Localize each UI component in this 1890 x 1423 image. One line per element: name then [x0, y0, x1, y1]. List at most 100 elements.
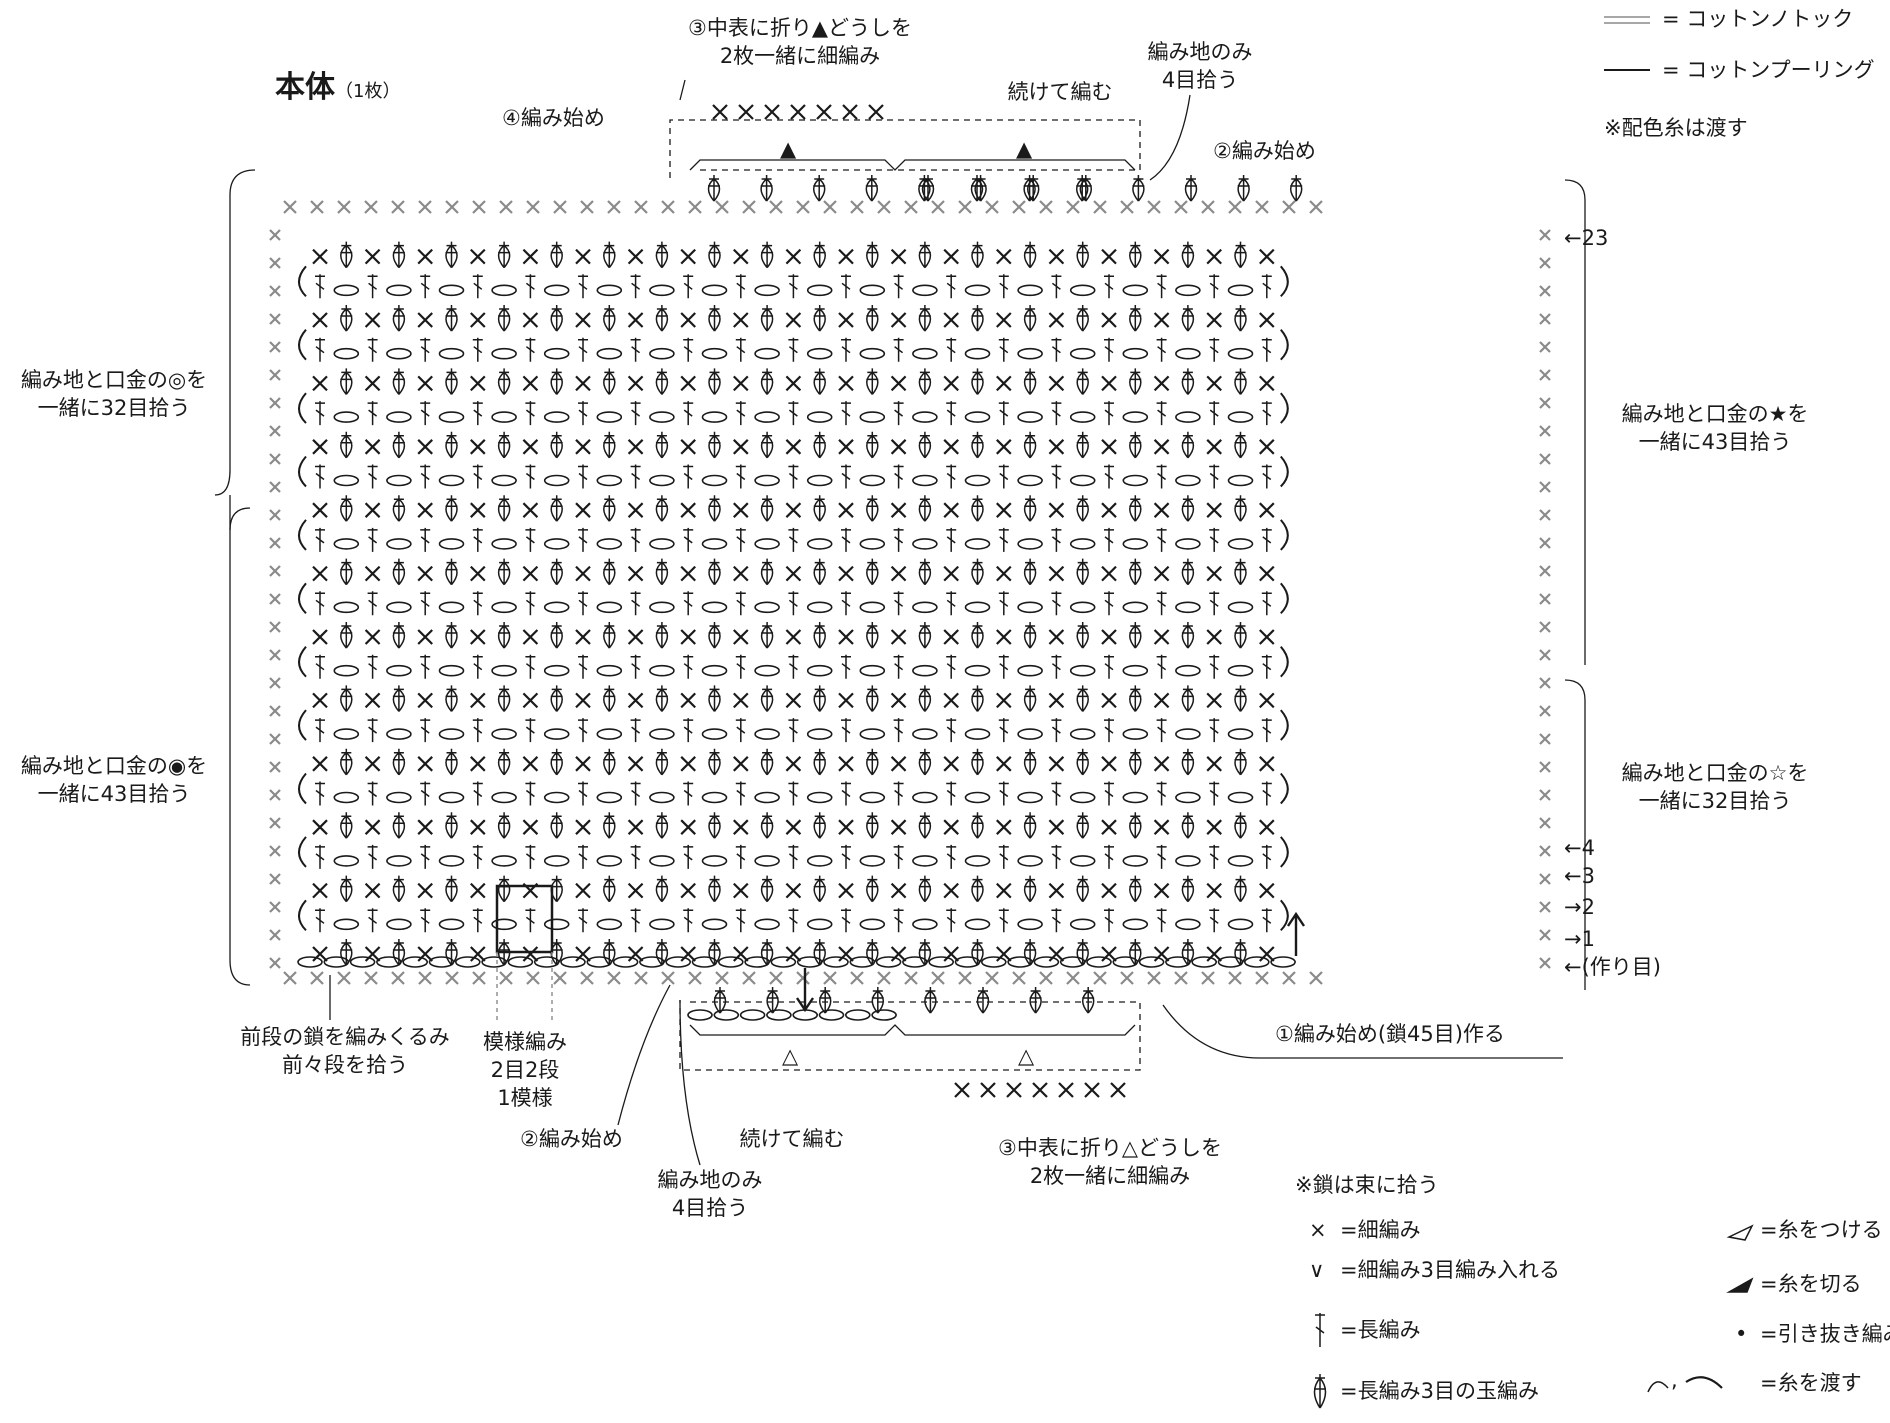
sc-stitch	[1206, 692, 1222, 709]
chain-stitch	[701, 601, 728, 614]
sc-stitch	[627, 312, 644, 328]
sc-stitch	[1101, 375, 1117, 392]
chain-stitch	[859, 347, 886, 360]
dc-stitch	[630, 401, 641, 426]
bobble-stitch	[1023, 431, 1037, 459]
dc-stitch	[525, 781, 536, 806]
bobble-stitch	[497, 241, 511, 269]
chain-stitch	[859, 284, 886, 297]
dc-stitch	[1261, 781, 1272, 806]
dc-stitch	[1261, 591, 1272, 616]
chain-stitch	[1069, 284, 1096, 297]
dc-stitch	[525, 718, 536, 743]
bobble-stitch	[971, 812, 984, 839]
title-count: （1枚）	[335, 81, 401, 102]
sc-stitch	[1206, 565, 1222, 582]
sc-stitch	[1153, 819, 1170, 835]
dc-stitch	[683, 464, 694, 489]
chain-stitch	[1175, 664, 1201, 677]
chain-stitch	[1069, 791, 1096, 804]
dc-stitch	[1209, 908, 1220, 933]
dc-stitch	[315, 781, 325, 806]
sc-stitch	[680, 882, 696, 899]
border-sc-bottom	[1039, 971, 1053, 985]
dc-stitch	[1051, 908, 1062, 933]
dc-stitch	[472, 844, 483, 869]
bobble-stitch	[1076, 431, 1089, 459]
chain-stitch	[754, 601, 780, 614]
chain-stitch	[754, 728, 780, 740]
sc-stitch	[1153, 565, 1170, 582]
foundation-chain	[481, 956, 507, 968]
left-lower-line1: 編み地と口金の◉を	[20, 754, 208, 778]
bobble-stitch	[655, 748, 669, 776]
bobble-stitch	[1181, 812, 1195, 839]
right-lower-line2: 一緒に32目拾う	[1638, 789, 1792, 813]
bobble-stitch	[340, 748, 353, 776]
sc-stitch	[785, 375, 802, 392]
sc-stitch	[996, 756, 1012, 772]
sc-stitch	[1153, 756, 1170, 772]
border-sc-right	[1539, 537, 1551, 549]
bobble-stitch	[866, 748, 879, 776]
foundation-chain	[323, 956, 350, 968]
bobble-stitch	[866, 685, 879, 712]
sc-stitch	[364, 629, 381, 645]
chain-stitch	[806, 601, 833, 614]
chain-stitch	[386, 664, 412, 677]
sc-stitch	[364, 439, 381, 455]
border-sc-bottom	[904, 971, 918, 985]
pattern-repeat-guides	[496, 952, 553, 1020]
chain-stitch	[754, 791, 780, 804]
sc-stitch	[470, 502, 486, 518]
bobble-stitch	[655, 431, 669, 459]
sc-stitch	[1101, 756, 1117, 772]
top-only-line1: 編み地のみ	[1147, 40, 1253, 64]
dc-stitch	[1104, 591, 1114, 616]
sc-stitch	[890, 375, 907, 392]
chain-stitch	[333, 347, 360, 360]
sc-stitch	[417, 882, 433, 899]
border-sc-bottom	[445, 971, 459, 985]
bobble-stitch	[445, 241, 458, 269]
dc-stitch	[1261, 527, 1272, 552]
dc-stitch	[630, 274, 641, 299]
chain-stitch	[491, 538, 517, 550]
bobble-stitch	[1129, 939, 1142, 966]
border-sc-top	[823, 200, 837, 214]
dc-stitch	[735, 654, 746, 679]
bobble-stitch	[497, 368, 511, 395]
yarn2-label: = コットンプーリング	[1662, 58, 1875, 82]
bottom-join-sc	[1110, 1082, 1126, 1098]
top-join-sc	[868, 104, 884, 120]
border-sc-left	[269, 901, 281, 913]
chain-stitch	[1017, 728, 1043, 740]
dc-stitch	[315, 274, 325, 299]
bobble-stitch	[550, 241, 563, 269]
dc-stitch	[683, 844, 694, 869]
sc-stitch	[417, 819, 433, 835]
sc-stitch	[1153, 629, 1170, 645]
chain-stitch	[596, 538, 623, 550]
dc-stitch	[1104, 908, 1114, 933]
bobble-stitch	[340, 368, 353, 395]
bobble-stitch	[918, 558, 932, 586]
sc-stitch	[838, 502, 854, 518]
bobble-stitch	[655, 622, 669, 649]
right-lower-bracket	[1564, 679, 1586, 990]
sc-stitch	[417, 756, 433, 772]
chain-stitch	[859, 664, 886, 677]
sc-stitch	[1259, 882, 1275, 899]
bobble-stitch	[708, 875, 721, 903]
bobble-stitch	[1129, 241, 1142, 269]
bobble-stitch	[813, 368, 826, 395]
bobble-stitch	[497, 431, 511, 459]
sc-stitch	[522, 692, 539, 709]
foundation-chain	[849, 956, 876, 968]
bobble-stitch	[497, 685, 511, 712]
dc-stitch	[367, 274, 378, 299]
sc-stitch	[1153, 882, 1170, 899]
top-brace	[689, 159, 1136, 171]
chart-title: 本体（1枚）	[275, 70, 400, 110]
dc-stitch	[788, 718, 799, 743]
